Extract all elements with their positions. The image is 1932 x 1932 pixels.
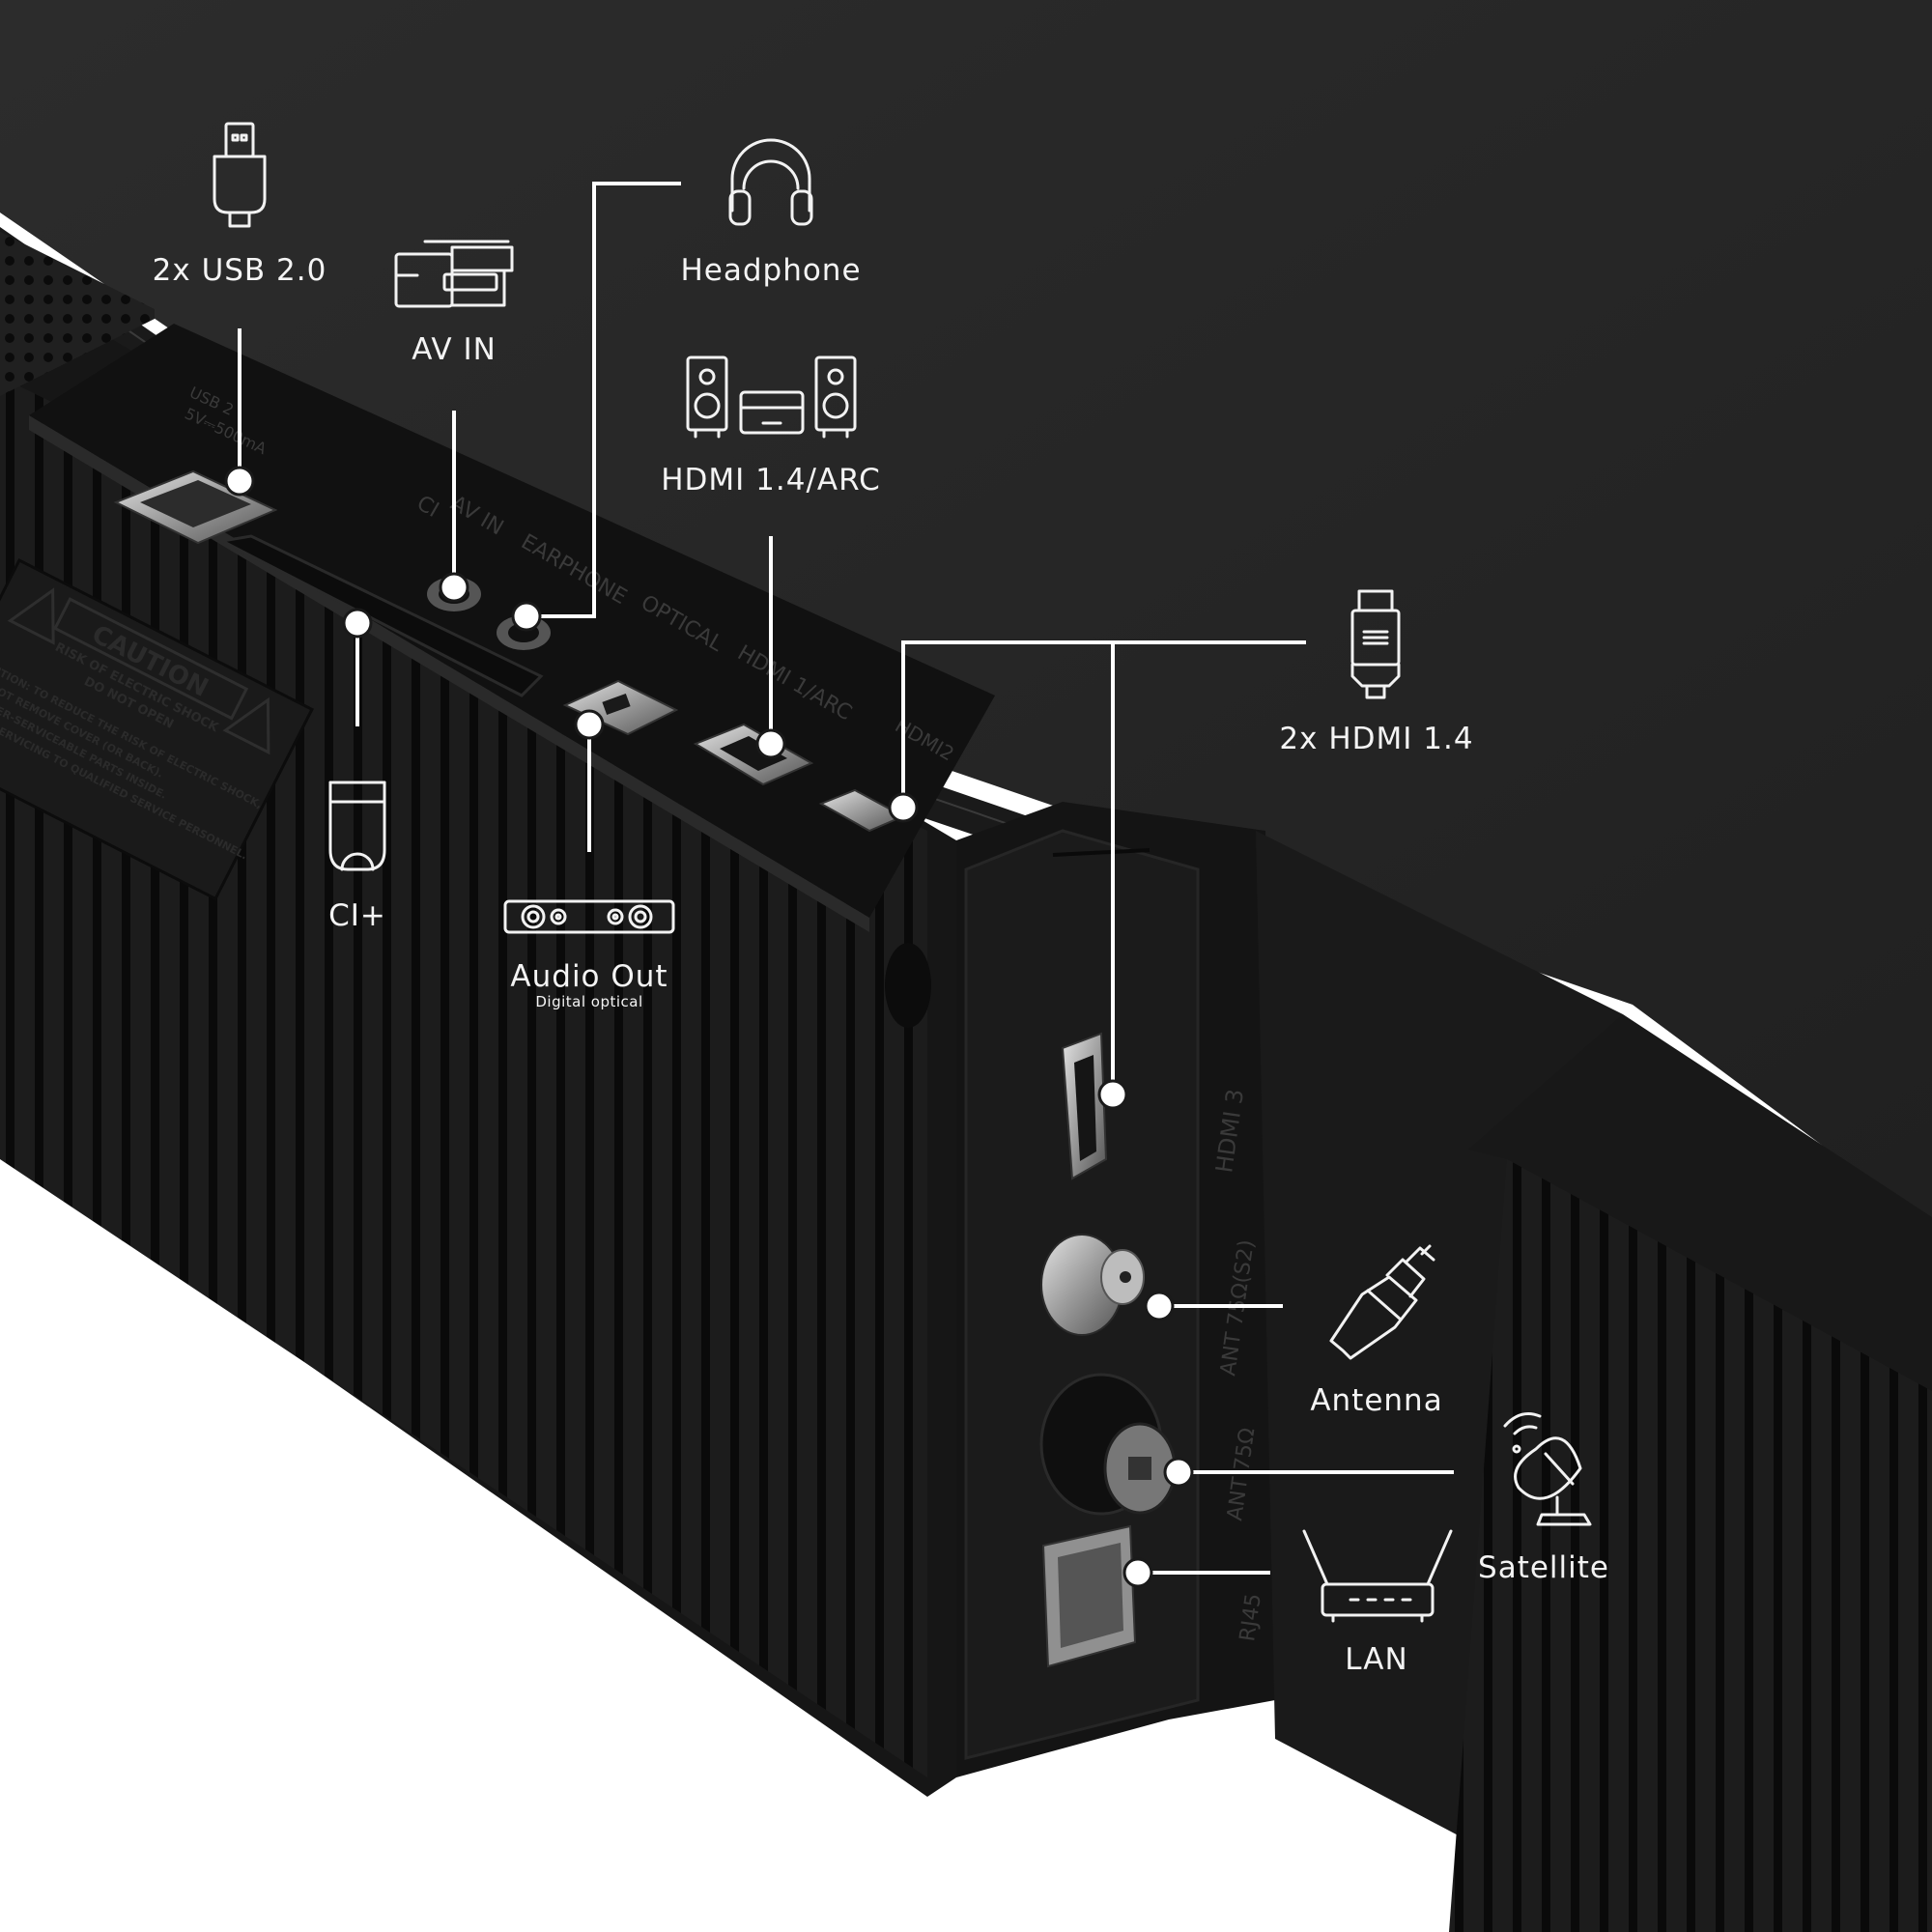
ci-card-icon [328,781,386,871]
headphone-icon [728,138,813,226]
hdmi3-port [1061,1032,1108,1180]
ci-label: CI+ [328,898,386,933]
satellite-label: Satellite [1478,1550,1609,1585]
callout-dot-hdmi3 [1097,1079,1128,1110]
right-housing-vents [1449,1159,1932,1932]
audio-out-label: Audio Out [510,959,668,994]
optical-port [562,679,679,736]
perforated-corner [0,232,155,396]
optical-audio-icon [503,899,675,934]
lan-label: LAN [1345,1642,1408,1677]
callout-dot-av-in [439,572,469,603]
usb-ports [113,469,278,545]
headphone-label: Headphone [680,253,862,288]
antenna-label: Antenna [1310,1383,1443,1418]
caution-label: CAUTION RISK OF ELECTRIC SHOCK DO NOT OP… [0,557,314,901]
hdmi-plug-icon [1350,589,1401,699]
usb-label: 2x USB 2.0 [152,253,327,288]
callout-dot-hdmi2 [888,792,919,823]
callout-hdmi-2x-a [901,640,1306,808]
lan-port [1041,1524,1137,1668]
callout-dot-audio-out [574,709,605,740]
right-housing-top [1468,1014,1932,1391]
callout-dots [224,466,1194,1588]
satellite-dish-icon [1503,1412,1592,1526]
antenna-port [1040,1234,1145,1336]
hdmi-arc-label: HDMI 1.4/ARC [661,463,881,497]
av-in-label: AV IN [412,332,497,367]
callout-dot-headphone [511,601,542,632]
callout-dot-hdmi-arc [755,728,786,759]
camcorder-icon [394,240,514,308]
callout-dot-antenna [1144,1291,1175,1321]
callout-lines [238,182,1454,1575]
callout-headphone [526,182,681,618]
ci-slot [217,534,544,697]
router-icon [1302,1529,1453,1623]
coax-plug-icon [1329,1244,1435,1360]
usb-icon [213,122,267,228]
satellite-port [1039,1373,1177,1516]
warning-triangle-icon [222,696,270,755]
speaker-system-icon [686,355,857,439]
audio-out-sublabel: Digital optical [535,993,643,1010]
callout-dot-ci [342,608,373,639]
hdmi1-port [693,723,814,786]
warning-triangle-icon [7,587,55,645]
callout-dot-satellite [1163,1457,1194,1488]
callout-dot-lan [1122,1557,1153,1588]
callout-dot-usb [224,466,255,497]
hdmi-2x-label: 2x HDMI 1.4 [1279,722,1474,756]
mounting-hole [885,943,931,1028]
panel-groove [1052,848,1151,857]
